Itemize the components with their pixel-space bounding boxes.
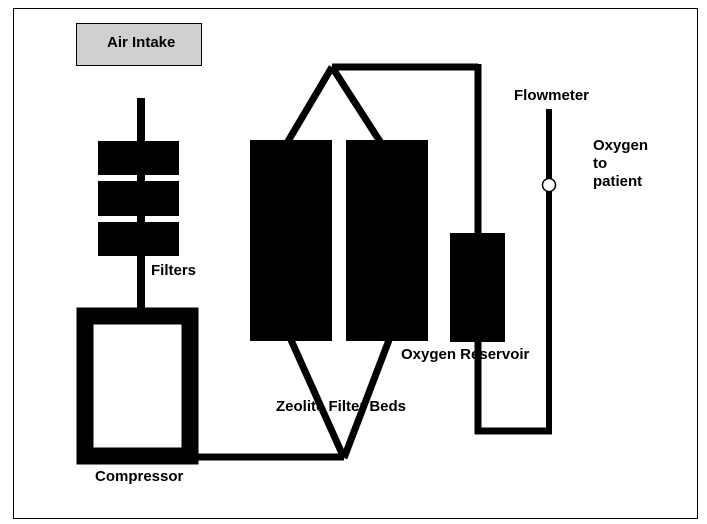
zeolite-bed-left (250, 140, 332, 341)
zeolite-bed-right (346, 140, 428, 341)
flowmeter-ball (541, 177, 557, 193)
oxygen-reservoir-label: Oxygen Reservoir (401, 346, 530, 363)
filter-2 (98, 181, 179, 216)
oxygen-to-patient-line-3: patient (593, 173, 643, 190)
air-intake-label: Air Intake (107, 34, 176, 51)
upper-right-pipe (329, 65, 384, 145)
lower-left-pipe (287, 338, 348, 460)
lower-right-pipe (340, 338, 393, 460)
oxygen-reservoir (450, 233, 505, 342)
diagram-border (13, 8, 698, 519)
compressor-body (76, 307, 199, 465)
upper-left-pipe (283, 65, 336, 145)
zeolite-beds-label: Zeolite Filter Beds (276, 398, 407, 415)
oxygen-to-patient-label: Oxygen to patient (593, 137, 648, 191)
filter-1 (98, 141, 179, 175)
flowmeter-label: Flowmeter (514, 87, 590, 104)
oxygen-to-patient-line-1: Oxygen (593, 137, 649, 154)
filters-label: Filters (151, 262, 197, 279)
oxygen-to-patient-line-2: to (593, 155, 608, 172)
air-intake-box: Air Intake (76, 23, 202, 66)
compressor-label: Compressor (95, 468, 184, 485)
filter-3 (98, 222, 179, 256)
